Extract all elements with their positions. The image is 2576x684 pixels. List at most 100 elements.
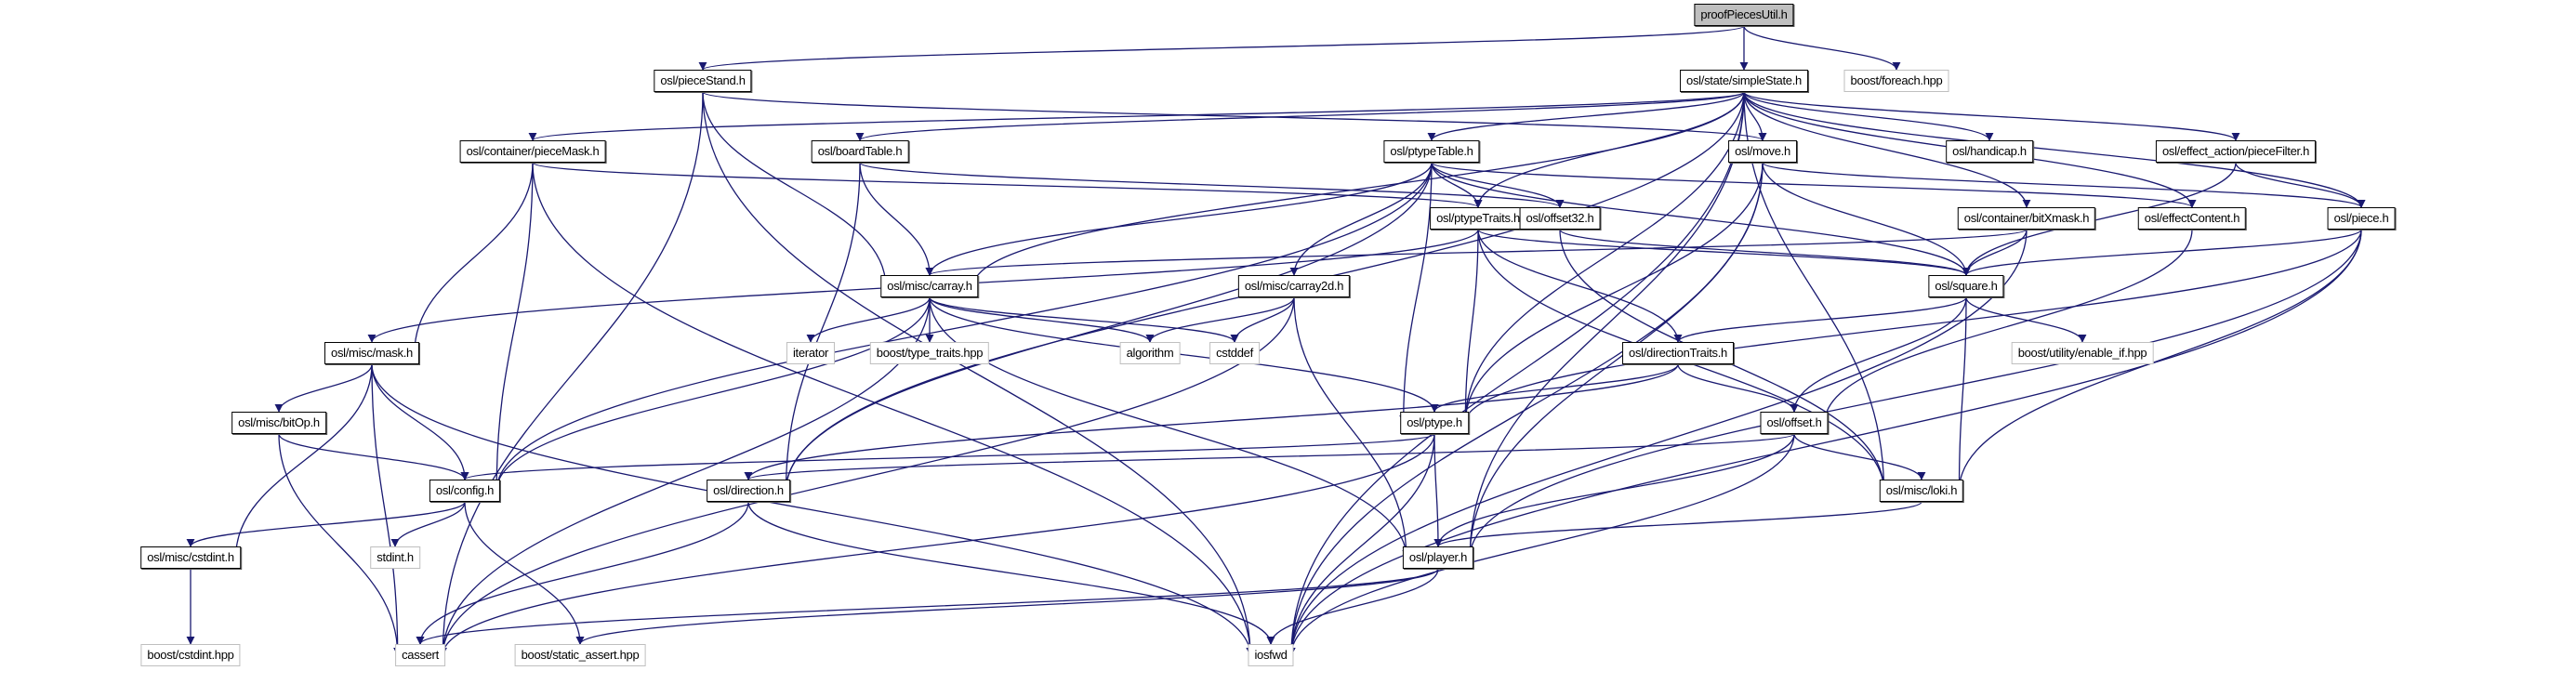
node-ptypeTable[interactable]: osl/ptypeTable.h bbox=[1383, 140, 1480, 163]
node-square[interactable]: osl/square.h bbox=[1928, 275, 2004, 297]
node-bitXmask[interactable]: osl/container/bitXmask.h bbox=[1957, 207, 2096, 230]
edge-pieceFilter-to-square bbox=[1962, 162, 2237, 276]
edge-carray-to-player bbox=[929, 296, 1411, 559]
edge-square-to-offset bbox=[1790, 296, 1967, 413]
edge-simpleState-to-boardTable bbox=[855, 91, 1745, 141]
edge-ptypeTraits-to-directionTraits bbox=[1477, 229, 1683, 343]
edge-ptype-to-cassert bbox=[438, 433, 1435, 656]
node-iterator: iterator bbox=[786, 342, 836, 364]
edge-carray2d-to-player bbox=[1293, 296, 1411, 559]
edge-square-to-directionTraits bbox=[1673, 296, 1967, 343]
edge-pieceMask-to-ptypeTraits bbox=[532, 162, 1483, 208]
edge-bitXmask-to-carray bbox=[925, 229, 2028, 276]
edge-offset-to-loki bbox=[1793, 433, 1926, 480]
node-algorithm: algorithm bbox=[1119, 342, 1181, 364]
edge-mask-to-bitOp bbox=[274, 363, 373, 413]
node-typeTraits: boost/type_traits.hpp bbox=[869, 342, 990, 364]
edge-ptype-to-player bbox=[1433, 433, 1443, 547]
edge-piece-to-player bbox=[1465, 229, 2362, 559]
edge-simpleState-to-ptypeTable bbox=[1427, 91, 1745, 141]
edge-move-to-piece bbox=[1762, 162, 2366, 208]
edge-mask-to-cstdintH bbox=[231, 363, 373, 559]
edge-direction-to-iosfwd bbox=[747, 501, 1275, 645]
node-config[interactable]: osl/config.h bbox=[429, 480, 501, 502]
edge-ptypeTable-to-ptype bbox=[1399, 162, 1433, 424]
node-player[interactable]: osl/player.h bbox=[1402, 546, 1474, 569]
edge-mask-to-cassert bbox=[371, 363, 403, 656]
edge-move-to-square bbox=[1762, 162, 1971, 276]
node-iosfwd: iosfwd bbox=[1248, 644, 1294, 666]
edge-ptypeTable-to-direction bbox=[781, 162, 1433, 492]
edge-root-to-pieceStand bbox=[698, 25, 1745, 71]
node-carray2d[interactable]: osl/misc/carray2d.h bbox=[1237, 275, 1351, 297]
edge-offset-to-iosfwd bbox=[1287, 433, 1795, 656]
edge-square-to-enableIf bbox=[1965, 296, 2087, 343]
edge-ptypeTable-to-square bbox=[1431, 162, 1971, 276]
node-handicap[interactable]: osl/handicap.h bbox=[1946, 140, 2033, 163]
node-foreach: boost/foreach.hpp bbox=[1843, 70, 1949, 92]
edge-carray2d-to-algorithm bbox=[1145, 296, 1295, 343]
edge-simpleState-to-piece bbox=[1743, 91, 2366, 208]
edge-carray-to-ptype bbox=[929, 296, 1439, 413]
node-simpleState[interactable]: osl/state/simpleState.h bbox=[1680, 70, 1808, 92]
edge-simpleState-to-carray bbox=[969, 91, 1745, 287]
edge-offset-to-direction bbox=[744, 433, 1795, 480]
edge-player-to-staticAssert bbox=[575, 568, 1439, 645]
node-effectContent[interactable]: osl/effectContent.h bbox=[2137, 207, 2247, 230]
edge-piece-to-loki bbox=[1954, 229, 2362, 492]
edge-carray-to-cassert bbox=[438, 296, 931, 656]
node-staticAssert: boost/static_assert.hpp bbox=[514, 644, 646, 666]
edge-mask-to-config bbox=[371, 363, 469, 480]
edge-simpleState-to-handicap bbox=[1743, 91, 1994, 141]
edge-simpleState-to-ptype bbox=[1460, 91, 1745, 424]
node-mask[interactable]: osl/misc/mask.h bbox=[324, 342, 419, 364]
edge-player-to-iosfwd bbox=[1266, 568, 1439, 645]
edge-pieceStand-to-cassert bbox=[438, 91, 704, 656]
edge-ptypeTable-to-effectContent bbox=[1431, 162, 2197, 208]
node-root: proofPiecesUtil.h bbox=[1694, 4, 1794, 26]
node-loki[interactable]: osl/misc/loki.h bbox=[1879, 480, 1964, 502]
edge-directionTraits-to-offset bbox=[1677, 363, 1799, 413]
edge-ptypeTable-to-ptypeTraits bbox=[1431, 162, 1483, 208]
edge-simpleState-to-player bbox=[1465, 91, 1745, 559]
node-boostCstdint: boost/cstdint.hpp bbox=[140, 644, 241, 666]
edge-pieceMask-to-config bbox=[492, 162, 534, 492]
node-pieceFilter[interactable]: osl/effect_action/pieceFilter.h bbox=[2155, 140, 2317, 163]
node-piece[interactable]: osl/piece.h bbox=[2327, 207, 2396, 230]
edge-ptype-to-iosfwd bbox=[1287, 433, 1435, 656]
node-carray[interactable]: osl/misc/carray.h bbox=[880, 275, 979, 297]
node-pieceMask[interactable]: osl/container/pieceMask.h bbox=[459, 140, 606, 163]
node-bitOp[interactable]: osl/misc/bitOp.h bbox=[231, 412, 326, 434]
node-offset32[interactable]: osl/offset32.h bbox=[1519, 207, 1601, 230]
edge-effectContent-to-offset bbox=[1820, 229, 2193, 424]
node-cstddef: cstddef bbox=[1209, 342, 1260, 364]
node-boardTable[interactable]: osl/boardTable.h bbox=[811, 140, 909, 163]
node-direction[interactable]: osl/direction.h bbox=[707, 480, 790, 502]
edge-boardTable-to-direction bbox=[781, 162, 861, 492]
node-cstdintH[interactable]: osl/misc/cstdint.h bbox=[140, 546, 241, 569]
edge-carray-to-algorithm bbox=[929, 296, 1155, 343]
edge-carray-to-iterator bbox=[806, 296, 931, 343]
node-directionTraits[interactable]: osl/directionTraits.h bbox=[1622, 342, 1734, 364]
node-ptype[interactable]: osl/ptype.h bbox=[1400, 412, 1469, 434]
edge-bitOp-to-config bbox=[278, 433, 469, 480]
edge-carray-to-cstddef bbox=[929, 296, 1239, 343]
edge-config-to-stdint bbox=[390, 501, 466, 547]
node-enableIf: boost/utility/enable_if.hpp bbox=[2011, 342, 2154, 364]
node-move[interactable]: osl/move.h bbox=[1728, 140, 1797, 163]
node-ptypeTraits[interactable]: osl/ptypeTraits.h bbox=[1430, 207, 1526, 230]
edge-carray-to-config bbox=[492, 296, 931, 492]
edge-directionTraits-to-direction bbox=[744, 363, 1679, 480]
edge-boardTable-to-offset32 bbox=[859, 162, 1565, 208]
edge-piece-to-ptype bbox=[1460, 229, 2362, 424]
edge-pieceStand-to-carray bbox=[702, 91, 891, 287]
edge-loki-to-player bbox=[1433, 501, 1922, 547]
node-stdint: stdint.h bbox=[370, 546, 420, 569]
edge-pieceFilter-to-piece bbox=[2235, 162, 2366, 208]
node-offset[interactable]: osl/offset.h bbox=[1760, 412, 1829, 434]
edge-config-to-staticAssert bbox=[464, 501, 585, 645]
edge-mask-to-iosfwd bbox=[371, 363, 1255, 656]
node-pieceStand[interactable]: osl/pieceStand.h bbox=[654, 70, 752, 92]
